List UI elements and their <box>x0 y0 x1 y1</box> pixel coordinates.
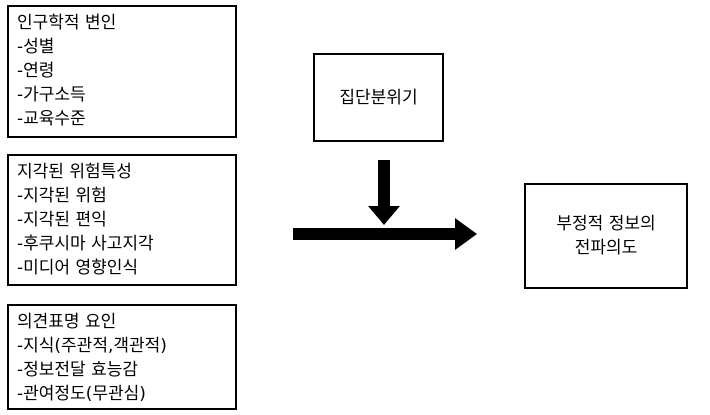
down-arrow-head <box>368 206 400 225</box>
risk-item-perceived-benefit: -지각된 편익 <box>17 210 107 230</box>
outcome-line-1: 부정적 정보의 <box>556 214 656 234</box>
demographic-title: 인구학적 변인 <box>17 13 117 33</box>
perceived-risk-box: 지각된 위험특성 -지각된 위험 -지각된 편익 -후쿠시마 사고지각 -미디어… <box>7 154 237 286</box>
opinion-expression-box: 의견표명 요인 -지식(주관적,객관적) -정보전달 효능감 -관여정도(무관심… <box>7 304 237 410</box>
risk-item-media-influence: -미디어 영향인식 <box>17 258 139 278</box>
right-arrow-head <box>455 218 477 250</box>
down-arrow-shaft <box>378 160 390 208</box>
demographic-item-age: -연령 <box>17 61 55 81</box>
outcome-line-2: 전파의도 <box>574 238 638 258</box>
group-climate-box: 집단분위기 <box>313 53 444 142</box>
demographic-variables-box: 인구학적 변인 -성별 -연령 -가구소득 -교육수준 <box>7 5 237 138</box>
right-arrow-shaft <box>293 228 457 240</box>
opinion-title: 의견표명 요인 <box>17 312 117 332</box>
group-climate-label: 집단분위기 <box>339 87 418 108</box>
risk-title: 지각된 위험특성 <box>17 162 132 182</box>
demographic-item-education: -교육수준 <box>17 109 86 129</box>
opinion-item-efficacy: -정보전달 효능감 <box>17 360 139 380</box>
risk-item-fukushima-perception: -후쿠시마 사고지각 <box>17 234 154 254</box>
right-arrow <box>293 218 477 250</box>
opinion-item-knowledge: -지식(주관적,객관적) <box>17 336 167 356</box>
risk-item-perceived-risk: -지각된 위험 <box>17 186 107 206</box>
demographic-item-gender: -성별 <box>17 37 55 57</box>
down-arrow <box>368 160 400 225</box>
demographic-item-income: -가구소득 <box>17 85 86 105</box>
opinion-item-involvement: -관여정도(무관심) <box>17 384 146 404</box>
negative-info-intent-box: 부정적 정보의 전파의도 <box>524 183 688 289</box>
